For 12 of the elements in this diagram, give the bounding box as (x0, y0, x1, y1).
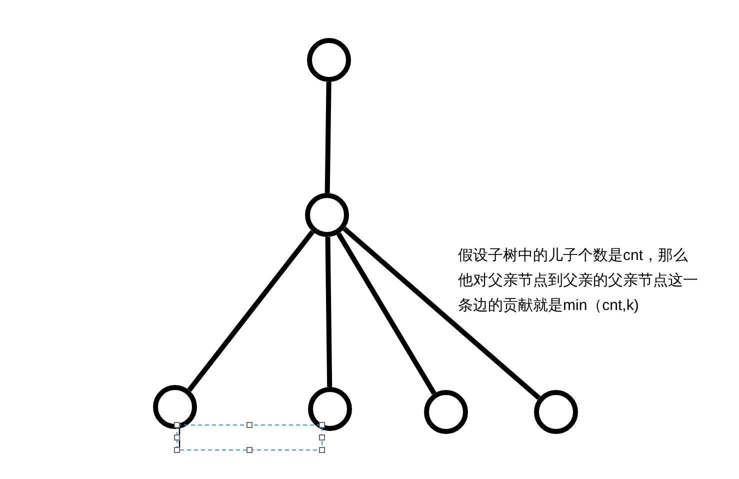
circle-node (534, 390, 578, 434)
edge-line (336, 232, 436, 395)
circle-node (153, 385, 197, 429)
circle-node (305, 193, 349, 237)
circle-node (307, 38, 351, 82)
edge-line (342, 226, 541, 400)
circle-node (308, 387, 352, 431)
note-text: 假设子树中的儿子个数是cnt，那么他对父亲节点到父亲的父亲节点这一条边的贡献就是min（cnt,k) (458, 246, 699, 316)
edge-line (325, 236, 332, 388)
edge-line (187, 230, 315, 392)
circle-node (424, 390, 468, 434)
edge-line (324, 82, 332, 194)
